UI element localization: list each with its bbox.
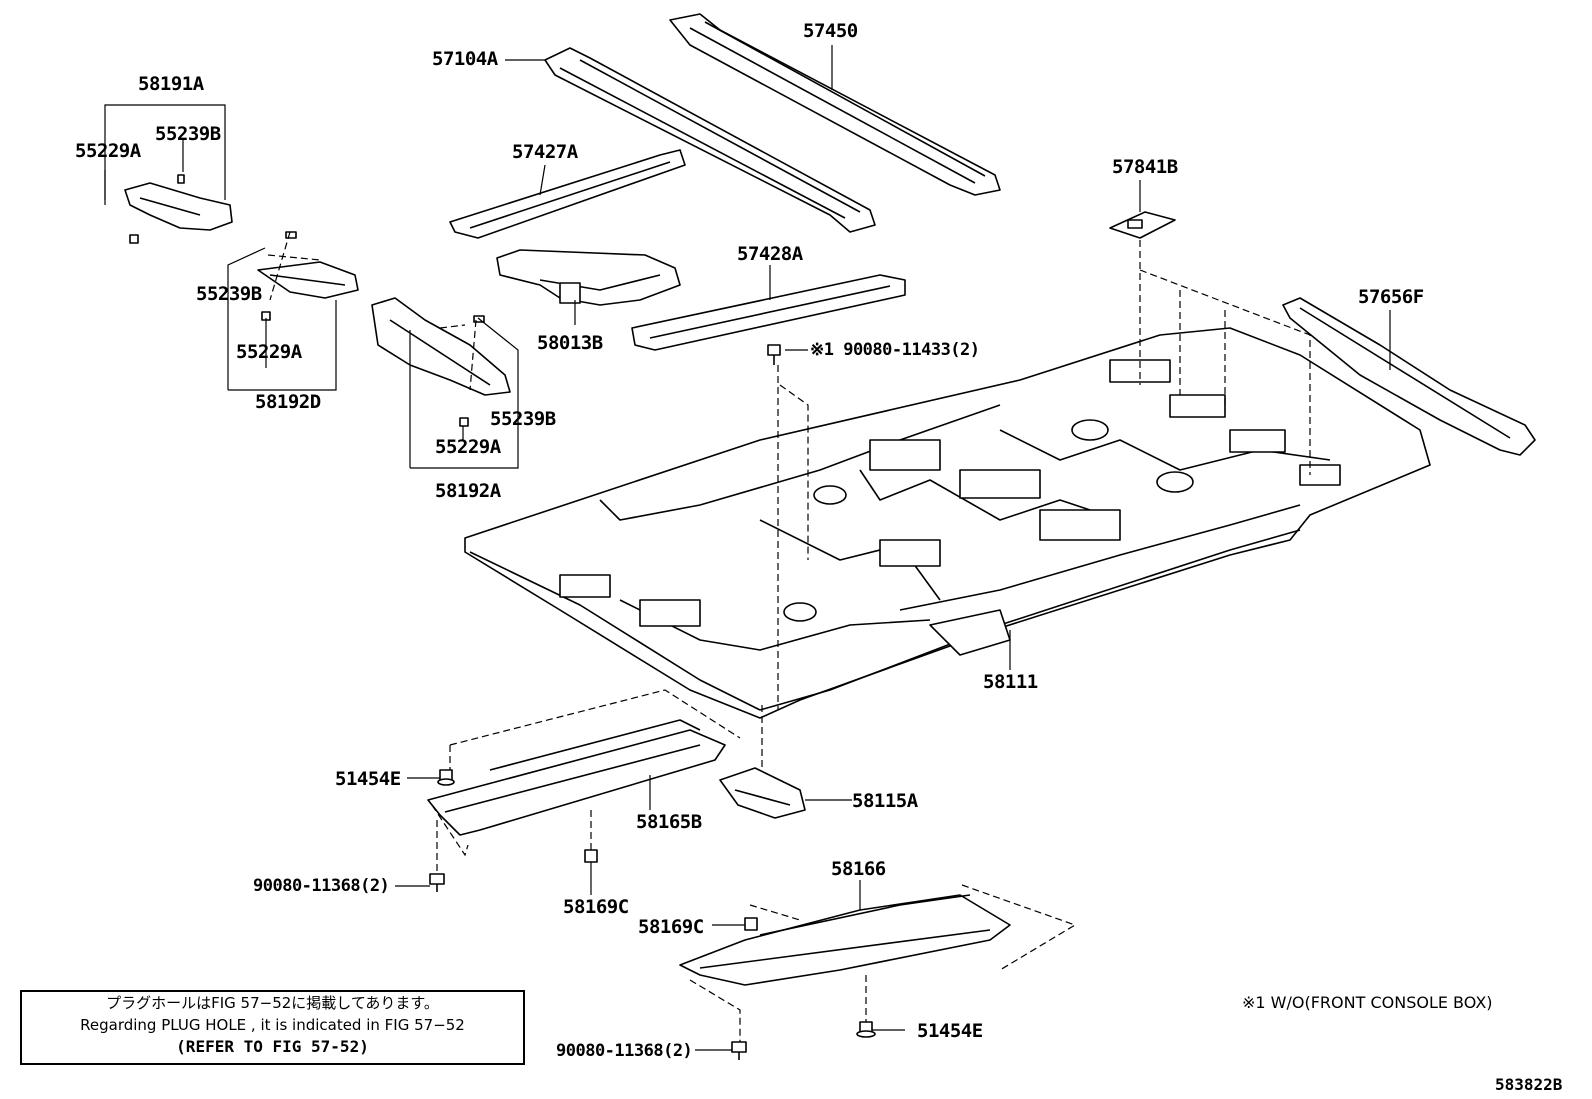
plug-hole-note: プラグホールはFIG 57−52に掲載してあります。 Regarding PLU… [20,990,525,1065]
plate-57841B [1109,211,1176,239]
cover-58166 [679,894,1011,986]
cover-58165B [427,719,726,836]
clip-58169C-2 [744,917,758,931]
bracket-58191A [124,182,233,231]
label-58115A: 58115A [852,790,918,812]
label-51454E-1: 51454E [335,768,401,790]
cover-58115A [719,767,806,819]
label-55239B-3: 55239B [490,408,556,430]
footnote-front-console: ※1 W/O(FRONT CONSOLE BOX) [1242,993,1493,1012]
label-55229A-2: 55229A [236,341,302,363]
label-55229A-1: 55229A [75,140,141,162]
clip-55239B-2 [285,231,297,239]
label-90080-11368-1: 90080-11368(2) [253,876,390,896]
label-58191A: 58191A [138,73,204,95]
label-90080-11368-2: 90080-11368(2) [556,1041,693,1061]
dashed-lines [267,231,1311,1042]
label-58192A: 58192A [435,480,501,502]
label-58165B: 58165B [636,811,702,833]
floor-pan-58111 [464,327,1431,719]
cross-member-57104A [544,47,876,233]
bracket-58013B [496,249,681,306]
label-55239B-2: 55239B [196,283,262,305]
note-line-japanese: プラグホールはFIG 57−52に掲載してあります。 [106,994,439,1012]
label-51454E-2: 51454E [917,1020,983,1042]
label-58192D: 58192D [255,391,321,413]
label-58013B: 58013B [537,332,603,354]
label-58169C-1: 58169C [563,896,629,918]
bracket-58192A [371,297,511,396]
note-line-english: Regarding PLUG HOLE , it is indicated in… [80,1016,465,1034]
label-58169C-2: 58169C [638,916,704,938]
bracket-58192D [257,261,359,299]
clip-55229A-3 [459,417,469,427]
label-57841B: 57841B [1112,156,1178,178]
reinforcement-57427A [449,149,686,239]
reinforcement-57428A [631,274,906,351]
label-58111: 58111 [983,671,1038,693]
label-90080-11433: ※1 90080-11433(2) [810,340,980,360]
label-57428A: 57428A [737,243,803,265]
cross-member-57450 [669,13,1001,196]
note-reference: (REFER TO FIG 57-52) [176,1037,369,1056]
label-57656F: 57656F [1358,286,1424,308]
clip-55229A-1 [129,234,139,244]
label-57104A: 57104A [432,48,498,70]
clip-58169C-1 [584,849,598,863]
bolt-90080-11368-1 [429,873,445,892]
label-57427A: 57427A [512,141,578,163]
label-55239B-1: 55239B [155,123,221,145]
rail-57656F [1282,297,1536,456]
label-55229A-3: 55229A [435,436,501,458]
bolt-90080-11368-2 [731,1041,747,1060]
leader-lines [104,45,1391,1051]
label-57450: 57450 [803,20,858,42]
bolt-90080-11433 [767,344,781,365]
clip-55239B-1 [177,174,185,184]
figure-id: 583822B [1495,1075,1563,1094]
label-58166: 58166 [831,858,886,880]
clip-51454E-1 [437,769,455,786]
